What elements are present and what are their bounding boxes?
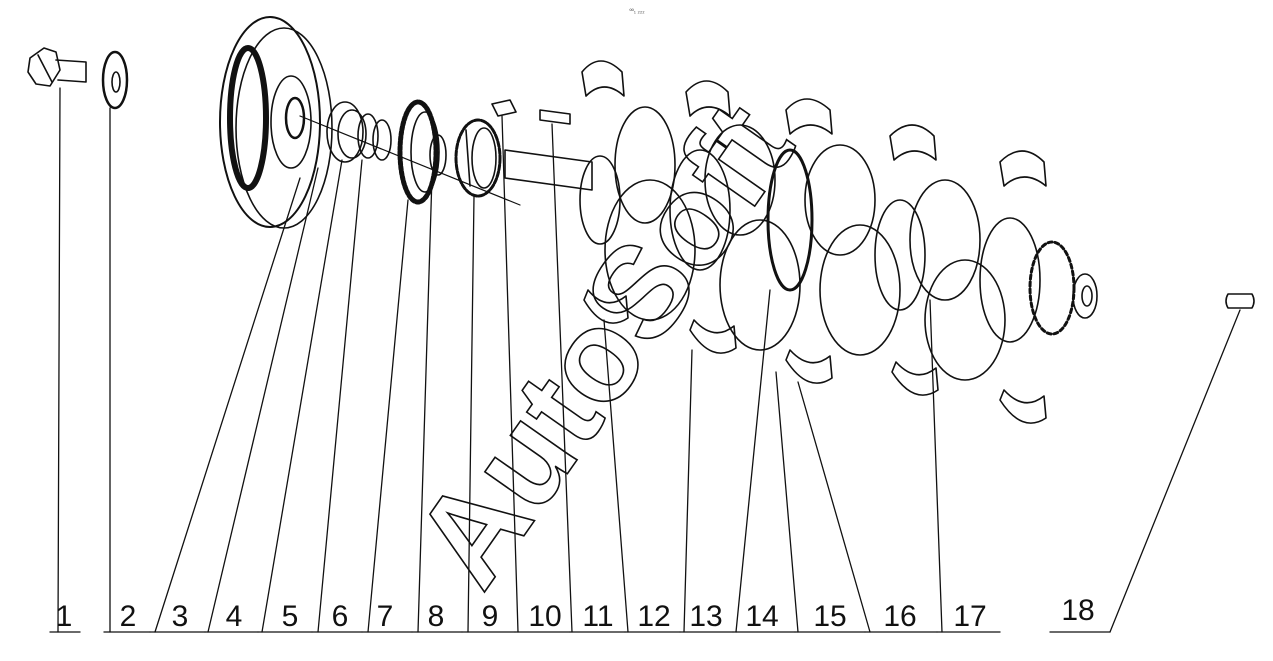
part-label-8: 8: [428, 600, 445, 633]
header-text: ºº₁ ₂₂₂: [629, 8, 645, 15]
timing-gear-part: [397, 99, 447, 205]
washer-part: [101, 50, 129, 110]
part-label-16: 16: [883, 600, 916, 633]
part-label-7: 7: [377, 600, 394, 633]
part-label-9: 9: [482, 600, 499, 633]
part-label-12: 12: [637, 600, 670, 633]
watermark-text: AutoSoft: [386, 78, 820, 611]
part-label-11: 11: [582, 600, 613, 633]
part-label-13: 13: [689, 600, 722, 633]
lower-bearing-shells: [583, 289, 1047, 424]
upper-bearing-shells: [581, 60, 1047, 187]
part-label-15: 15: [813, 600, 846, 633]
spacer-part: [326, 101, 392, 163]
bolt-part: [27, 47, 87, 87]
part-label-10: 10: [528, 600, 561, 633]
part-label-3: 3: [172, 600, 189, 633]
part-label-14: 14: [745, 600, 778, 633]
part-label-2: 2: [120, 600, 137, 633]
sprocket-part: [454, 118, 502, 198]
part-label-1: 1: [56, 600, 73, 633]
key-part: [491, 99, 571, 125]
crankshaft-part: [504, 106, 1098, 381]
pin-part: [1225, 293, 1255, 309]
leader-lines: [57, 87, 1241, 633]
part-label-5: 5: [282, 600, 299, 633]
part-label-17: 17: [953, 600, 986, 633]
part-label-18: 18: [1061, 594, 1094, 627]
part-label-4: 4: [226, 600, 243, 633]
part-label-6: 6: [332, 600, 349, 633]
